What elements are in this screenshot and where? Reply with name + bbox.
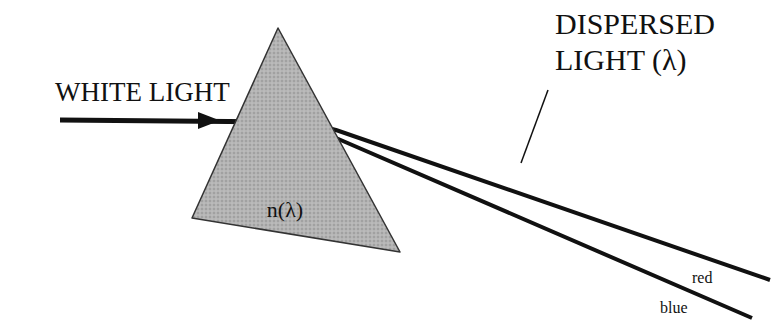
- color-label: blue: [660, 298, 688, 317]
- dispersed-label: DISPERSED LIGHT (λ): [555, 6, 765, 78]
- dispersed-label: DISPERSED LIGHT (λ): [555, 6, 765, 78]
- color-label: blue: [660, 298, 700, 317]
- beam-label: WHITE LIGHT: [55, 76, 255, 108]
- color-label: red: [692, 268, 712, 287]
- prism-shape: [192, 28, 400, 252]
- color-label: red: [692, 268, 732, 287]
- beam-label: WHITE LIGHT: [55, 76, 230, 108]
- ray-arrowhead: [198, 112, 220, 129]
- leader-line: [521, 90, 548, 163]
- prism: n(λ): [185, 24, 407, 256]
- refractive-index: n(λ): [267, 198, 303, 222]
